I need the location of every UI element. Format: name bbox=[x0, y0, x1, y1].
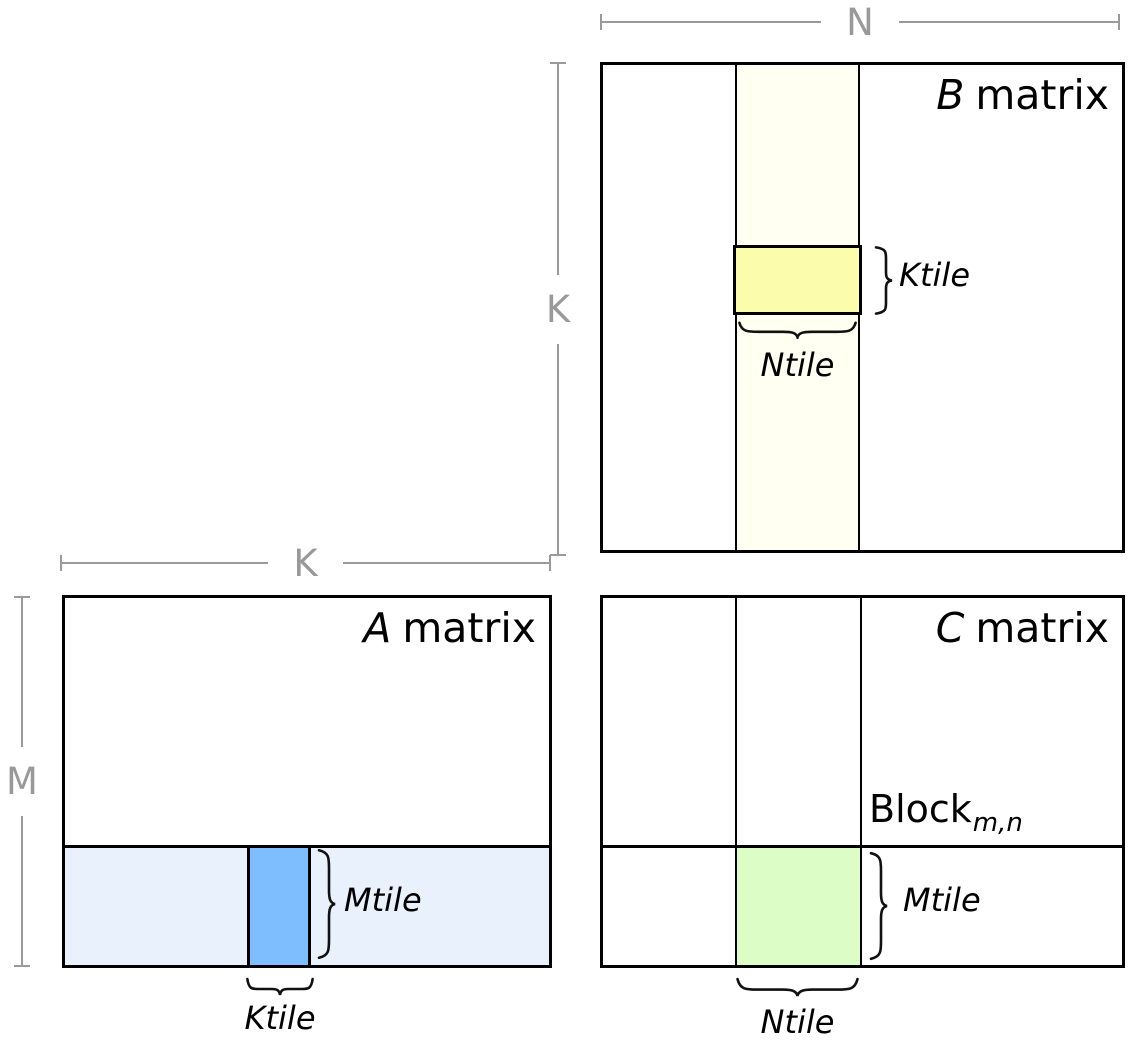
dim-line-segment bbox=[557, 343, 559, 554]
mtile-brace-a bbox=[317, 848, 337, 960]
dim-label-n: N bbox=[846, 0, 874, 44]
dim-tick bbox=[14, 596, 30, 598]
dim-line-segment bbox=[602, 21, 822, 23]
ntile-brace-c bbox=[735, 977, 860, 998]
dim-line-m: M bbox=[5, 596, 39, 967]
c-column-line-right bbox=[860, 598, 862, 965]
dim-label-k2: K bbox=[293, 541, 318, 585]
c-matrix-word: matrix bbox=[975, 604, 1109, 652]
b-ktile-ntile-tile bbox=[733, 245, 862, 315]
c-mtile-ntile-tile bbox=[735, 848, 862, 965]
ktile-brace-a bbox=[246, 977, 314, 997]
dim-tick bbox=[549, 555, 552, 571]
a-matrix-letter: A bbox=[363, 604, 392, 652]
right-brace-icon bbox=[869, 851, 889, 961]
dim-line-segment bbox=[21, 598, 23, 747]
c-column-line-left bbox=[735, 598, 737, 965]
under-brace-icon bbox=[246, 977, 314, 997]
mtile-label-c: Mtile bbox=[903, 881, 981, 919]
under-brace-icon bbox=[735, 977, 860, 998]
dim-line-k-horizontal: K bbox=[60, 541, 552, 585]
dim-tick bbox=[550, 62, 566, 64]
a-mtile-ktile-tile bbox=[247, 845, 311, 965]
dim-line-segment bbox=[21, 816, 23, 965]
a-matrix-word: matrix bbox=[402, 604, 536, 652]
dim-tick bbox=[14, 965, 30, 967]
dim-line-segment bbox=[62, 562, 269, 564]
dim-line-segment bbox=[898, 21, 1118, 23]
dim-tick bbox=[550, 554, 566, 556]
dim-line-k-vertical: K bbox=[541, 62, 575, 556]
ntile-label-c: Ntile bbox=[760, 1003, 835, 1041]
dim-line-n: N bbox=[600, 0, 1120, 44]
ktile-label-a: Ktile bbox=[244, 999, 316, 1037]
right-brace-icon bbox=[874, 246, 894, 315]
dim-tick bbox=[600, 14, 602, 30]
dim-tick bbox=[60, 555, 62, 571]
ktile-brace-b bbox=[874, 246, 894, 315]
under-brace-icon bbox=[737, 321, 858, 339]
block-base: Block bbox=[869, 787, 972, 831]
ntile-label-b: Ntile bbox=[760, 346, 835, 384]
ktile-label-b: Ktile bbox=[899, 256, 970, 294]
mtile-label-a: Mtile bbox=[344, 881, 422, 919]
b-matrix-word: matrix bbox=[975, 71, 1109, 119]
block-subscript: m,n bbox=[972, 808, 1023, 838]
c-row-divider bbox=[603, 845, 1122, 848]
dim-line-segment bbox=[342, 562, 550, 564]
ntile-brace-b bbox=[737, 321, 858, 339]
c-matrix-letter: C bbox=[935, 604, 965, 652]
dim-label-m: M bbox=[6, 760, 38, 803]
dim-line-segment bbox=[557, 64, 559, 275]
dim-tick bbox=[1118, 14, 1120, 30]
b-matrix-letter: B bbox=[936, 71, 965, 119]
dim-label-k: K bbox=[545, 287, 571, 331]
mtile-brace-c bbox=[869, 851, 889, 961]
block-mn-label: Blockm,n bbox=[869, 787, 1023, 837]
right-brace-icon bbox=[317, 848, 337, 960]
